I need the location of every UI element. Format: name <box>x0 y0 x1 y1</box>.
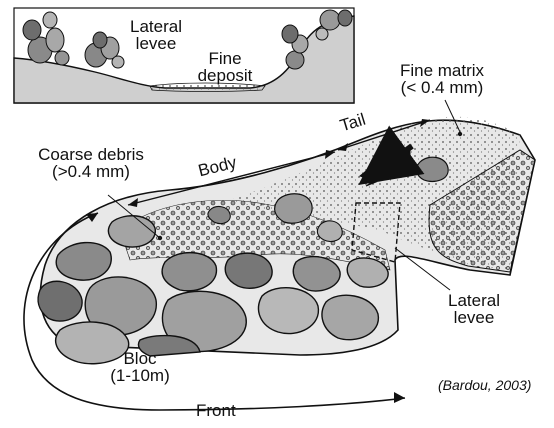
lateral-levee-line2: levee <box>440 309 508 326</box>
coarse-debris-pointer-dot <box>158 236 162 240</box>
fine-matrix-label: Fine matrix (< 0.4 mm) <box>386 62 498 96</box>
bloc-line1: Bloc <box>100 350 180 367</box>
bloc-line2: (1-10m) <box>100 367 180 384</box>
fine-matrix-line2: (< 0.4 mm) <box>386 79 498 96</box>
inset-lateral-levee-label: Lateral levee <box>118 18 194 52</box>
inset-fine-deposit-label: Fine deposit <box>192 50 258 84</box>
citation-label: (Bardou, 2003) <box>438 378 531 392</box>
inset-lateral-levee-line2: levee <box>118 35 194 52</box>
coarse-debris-line1: Coarse debris <box>28 146 154 163</box>
coarse-debris-line2: (>0.4 mm) <box>28 163 154 180</box>
inset-fine-deposit-line2: deposit <box>192 67 258 84</box>
inset-lateral-levee-line1: Lateral <box>118 18 194 35</box>
fine-matrix-line1: Fine matrix <box>386 62 498 79</box>
fine-matrix-pointer-dot <box>458 132 462 136</box>
front-label: Front <box>196 402 236 419</box>
lateral-levee-line1: Lateral <box>440 292 508 309</box>
inset-fine-deposit-line1: Fine <box>192 50 258 67</box>
bloc-label: Bloc (1-10m) <box>100 350 180 384</box>
coarse-debris-label: Coarse debris (>0.4 mm) <box>28 146 154 180</box>
lateral-levee-label: Lateral levee <box>440 292 508 326</box>
